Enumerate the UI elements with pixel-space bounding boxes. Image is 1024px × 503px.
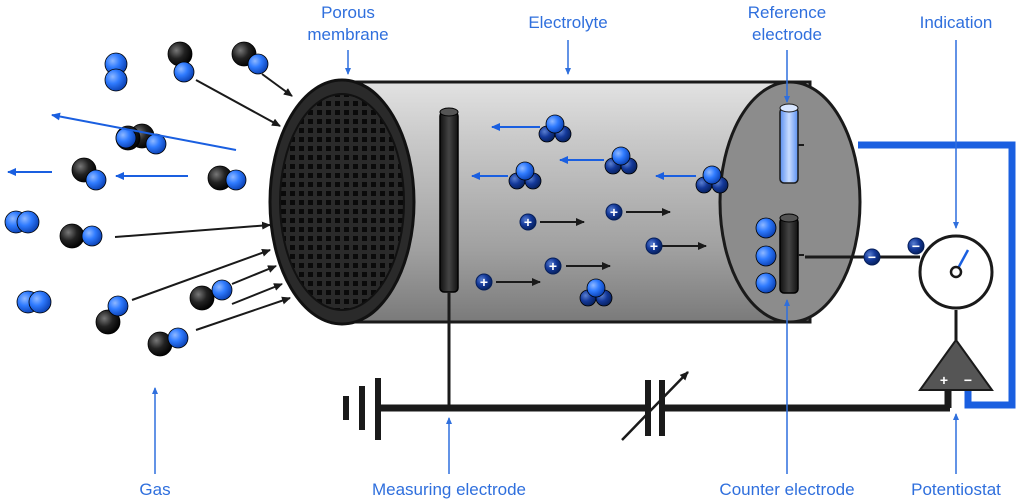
atom [586, 278, 606, 298]
oxygen-atom [173, 61, 195, 83]
svg-text:−: − [868, 249, 876, 265]
oxygen-atom [211, 279, 233, 301]
gas-molecule-co [71, 157, 107, 191]
gas-molecule-co [231, 41, 269, 75]
svg-text:−: − [912, 238, 920, 254]
gas-molecule-co [167, 41, 195, 83]
oxygen-atom [755, 272, 777, 294]
oxygen-atom [225, 169, 247, 191]
arrow-gas-in [261, 73, 293, 97]
cation-icon: + [544, 257, 562, 275]
anion-on-wire-1: − [863, 248, 881, 266]
label-counter-electrode: Counter electrode [719, 480, 854, 499]
measuring-electrode [439, 107, 459, 293]
triangle-amplifier-icon: + − [918, 338, 994, 391]
svg-text:+: + [480, 274, 488, 290]
arrow-gas-in [231, 265, 277, 285]
ion-layer: + + + + + [475, 203, 663, 291]
gas-molecule-co [95, 295, 129, 335]
arrow-layer [7, 73, 707, 331]
label-reference-1: Reference [748, 3, 826, 22]
cation-icon: + [475, 273, 493, 291]
arrow-gas-in [231, 283, 283, 305]
oxygen-atom [247, 53, 269, 75]
potentiostat-minus: − [964, 372, 972, 388]
cation-icon: + [605, 203, 623, 221]
oxygen-atom [755, 245, 777, 267]
atom [702, 165, 722, 185]
arrow-gas-out [51, 112, 237, 151]
label-electrolyte: Electrolyte [528, 13, 607, 32]
sensor-cell [268, 78, 862, 326]
oxygen-atom [28, 290, 52, 314]
svg-text:+: + [524, 214, 532, 230]
arrow-gas-in [195, 296, 291, 331]
carbon-atom [95, 309, 121, 335]
oxygen-atom [755, 217, 777, 239]
cation-icon: + [519, 213, 537, 231]
cell-end-cap [718, 80, 862, 324]
porous-membrane-grid [279, 93, 405, 311]
label-measuring-electrode: Measuring electrode [372, 480, 526, 499]
gas-molecule-o2 [16, 290, 52, 314]
arrow-gas-in [131, 248, 271, 301]
product-molecule [695, 165, 729, 194]
battery-icon [343, 378, 381, 440]
atom [545, 114, 565, 134]
gas-molecule-co [147, 327, 189, 357]
product-molecule [508, 161, 542, 190]
gas-molecule-co [189, 279, 233, 311]
label-porous-1: Porous [321, 3, 375, 22]
label-indication: Indication [920, 13, 993, 32]
svg-text:+: + [610, 204, 618, 220]
arrow-gas-in [195, 79, 281, 127]
atom [515, 161, 535, 181]
label-reference-2: electrode [752, 25, 822, 44]
oxygen-atom [104, 68, 128, 92]
label-potentiostat: Potentiostat [911, 480, 1001, 499]
cation-icon: + [645, 237, 663, 255]
labels: Porous membrane Electrolyte Reference el… [139, 3, 1001, 499]
product-molecule [604, 146, 638, 175]
oxygen-atom [107, 295, 129, 317]
oxygen-atom [167, 327, 189, 349]
product-molecule [579, 278, 613, 307]
circuit-wires [378, 141, 1016, 412]
gauge-icon [918, 234, 994, 310]
atom [611, 146, 631, 166]
counter-electrode [779, 213, 804, 294]
gas-molecule-co [59, 223, 103, 249]
oxygen-atom [85, 169, 107, 191]
svg-text:+: + [650, 238, 658, 254]
gas-molecule-o2 [104, 52, 128, 92]
label-porous-2: membrane [307, 25, 388, 44]
gas-molecule-co-part [115, 125, 141, 151]
product-molecule [538, 114, 572, 143]
oxygen-atom [16, 210, 40, 234]
reference-electrode [779, 103, 804, 184]
counter-electrode-oxygen [755, 217, 777, 294]
svg-text:+: + [549, 258, 557, 274]
gas-molecule-co [207, 165, 247, 191]
anion-on-wire-2: − [907, 237, 925, 255]
gas-molecule-o2 [4, 210, 40, 234]
molecule-layer [4, 41, 777, 357]
carbon-atom [189, 285, 215, 311]
variable-resistor-icon [621, 371, 689, 441]
oxygen-atom [81, 225, 103, 247]
carbon-atom [59, 223, 85, 249]
oxygen-atom [115, 127, 137, 149]
arrow-gas-in [114, 221, 271, 238]
potentiostat-plus: + [940, 372, 948, 388]
label-gas: Gas [139, 480, 170, 499]
